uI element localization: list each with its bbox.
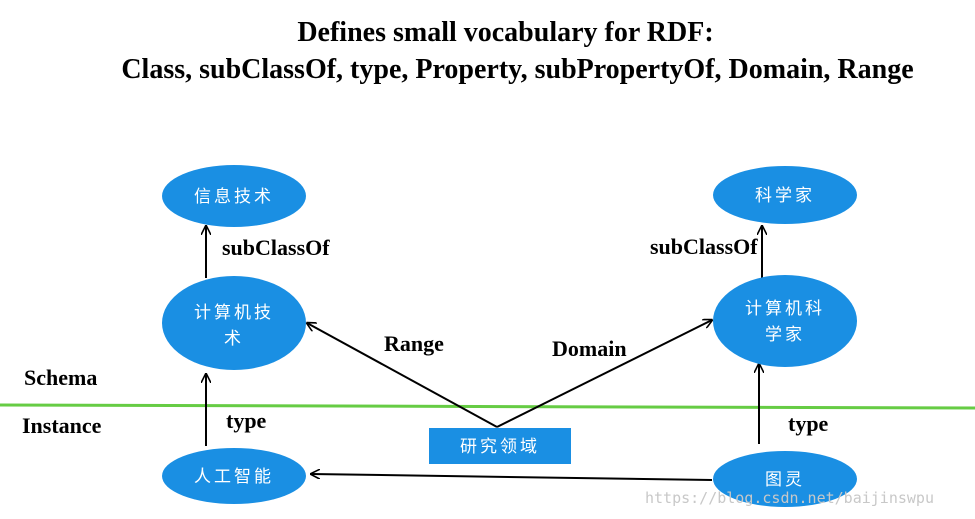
node-ai-shape: [162, 448, 306, 504]
edge-label-range: Range: [384, 331, 444, 356]
node-computer-scientist-label-2: 学家: [765, 325, 805, 345]
node-computer-scientist: 计算机科 学家: [713, 275, 857, 367]
node-computer-tech-label-2: 术: [224, 329, 244, 349]
edge-label-domain: Domain: [552, 336, 627, 361]
title-line-1: Defines small vocabulary for RDF:: [297, 17, 714, 48]
node-computer-scientist-shape: [713, 275, 857, 367]
node-research-field-shape: [429, 428, 571, 464]
layer-label-schema: Schema: [24, 365, 97, 390]
node-turing: 图灵: [713, 451, 857, 507]
node-turing-shape: [713, 451, 857, 507]
node-info-tech: 信息技术: [162, 165, 306, 227]
edge-label-subclass-right: subClassOf: [650, 234, 758, 259]
edge-label-type-left: type: [226, 408, 267, 433]
edge-turing-to-ai: [311, 474, 713, 481]
title-line-2: Class, subClassOf, type, Property, subPr…: [121, 54, 914, 85]
node-research-field-label: 研究领域: [460, 437, 540, 457]
edge-label-type-right: type: [788, 411, 829, 436]
node-ai-label: 人工智能: [194, 467, 274, 487]
node-computer-tech: 计算机技 术: [162, 276, 306, 370]
node-info-tech-shape: [162, 165, 306, 227]
node-computer-scientist-label-1: 计算机科: [745, 299, 825, 319]
node-turing-label: 图灵: [765, 470, 805, 490]
node-computer-tech-shape: [162, 276, 306, 370]
edge-range: [307, 323, 498, 428]
node-computer-tech-label-1: 计算机技: [194, 303, 274, 323]
node-ai: 人工智能: [162, 448, 306, 504]
node-scientist-shape: [713, 166, 857, 224]
schema-instance-separator: [0, 403, 975, 410]
node-scientist-label: 科学家: [755, 186, 815, 206]
watermark-text: https://blog.csdn.net/baijinswpu: [645, 489, 934, 507]
edge-label-subclass-left: subClassOf: [222, 235, 330, 260]
node-research-field: 研究领域: [429, 428, 571, 464]
node-info-tech-label: 信息技术: [194, 187, 274, 207]
node-scientist: 科学家: [713, 166, 857, 224]
layer-label-instance: Instance: [22, 413, 102, 438]
edge-domain: [496, 320, 712, 428]
